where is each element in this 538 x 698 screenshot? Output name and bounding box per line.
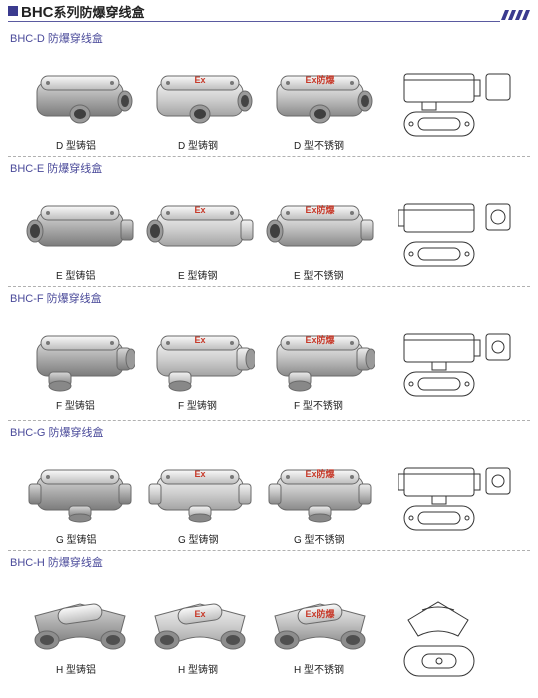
page-title-rest: 系列防爆穿线盒 — [53, 5, 145, 20]
section-divider — [8, 550, 530, 551]
junction-box-image: Ex — [154, 603, 246, 650]
product-caption: E 型铸钢 — [178, 271, 218, 282]
product-photo-g-3: Ex防爆 — [265, 446, 375, 536]
product-caption: E 型不锈钢 — [294, 271, 344, 282]
section-bhc-g: BHC-G 防爆穿线盒 G 型铸铝 Ex G 型铸钢 Ex防爆 G 型不锈钢 — [0, 424, 538, 554]
product-caption: H 型铸钢 — [178, 665, 218, 676]
section-bhc-h: BHC-H 防爆穿线盒 H 型铸铝 Ex H 型铸钢 Ex防爆 H 型不锈钢 — [0, 554, 538, 684]
junction-box-image — [28, 469, 132, 523]
product-photo-h-2: Ex — [145, 576, 255, 666]
product-photo-d-3: Ex防爆 — [265, 52, 375, 142]
page-title: BHC系列防爆穿线盒 — [21, 2, 145, 21]
technical-drawing — [398, 203, 511, 267]
section-title: BHC-H 防爆穿线盒 — [10, 557, 103, 569]
product-photo-d-1 — [25, 52, 135, 142]
nameplate-text: Ex — [194, 205, 205, 215]
section-divider — [8, 420, 530, 421]
header-rule — [8, 21, 500, 22]
section-divider — [8, 156, 530, 157]
product-photo-e-2: Ex — [145, 182, 255, 272]
junction-box-image: Ex防爆 — [276, 74, 373, 124]
nameplate-text: Ex — [194, 609, 205, 619]
page-title-bold: BHC — [21, 4, 54, 21]
product-photo-f-1 — [25, 312, 135, 402]
slash-decoration-icon — [501, 10, 530, 20]
technical-drawing — [403, 73, 511, 137]
section-title: BHC-F 防爆穿线盒 — [10, 293, 102, 305]
product-photo-f-2: Ex — [145, 312, 255, 402]
junction-box-image: Ex — [148, 469, 252, 523]
section-title: BHC-D 防爆穿线盒 — [10, 33, 103, 45]
product-photo-g-2: Ex — [145, 446, 255, 536]
product-caption: D 型铸铝 — [56, 141, 96, 152]
junction-box-image — [26, 205, 134, 247]
junction-box-image — [36, 75, 133, 124]
product-photo-e-3: Ex防爆 — [265, 182, 375, 272]
product-caption: G 型不锈钢 — [294, 535, 345, 546]
product-photo-f-3: Ex防爆 — [265, 312, 375, 402]
junction-box-image: Ex防爆 — [266, 204, 374, 247]
page-header: BHC系列防爆穿线盒 — [0, 0, 538, 26]
section-bhc-f: BHC-F 防爆穿线盒 F 型铸铝 Ex F 型铸钢 Ex防爆 F 型不锈钢 — [0, 290, 538, 421]
product-caption: H 型铸铝 — [56, 665, 96, 676]
junction-box-image: Ex防爆 — [276, 334, 375, 392]
product-photo-h-3: Ex防爆 — [265, 576, 375, 666]
product-caption: G 型铸铝 — [56, 535, 97, 546]
product-caption: H 型不锈钢 — [294, 665, 344, 676]
technical-drawing — [403, 601, 475, 677]
product-caption: D 型不锈钢 — [294, 141, 344, 152]
nameplate-text: Ex防爆 — [305, 204, 335, 215]
technical-drawing — [398, 467, 511, 531]
nameplate-text: Ex防爆 — [305, 334, 335, 345]
nameplate-text: Ex — [194, 75, 205, 85]
section-title: BHC-E 防爆穿线盒 — [10, 163, 103, 175]
junction-box-image: Ex防爆 — [268, 468, 372, 523]
nameplate-text: Ex防爆 — [305, 468, 335, 479]
junction-box-image — [36, 335, 135, 392]
product-photo-h-1 — [25, 576, 135, 666]
junction-box-image: Ex — [156, 75, 253, 124]
section-bhc-d: BHC-D 防爆穿线盒 D 型铸铝 Ex D 型铸钢 Ex防爆 D 型不锈钢 — [0, 30, 538, 160]
section-divider — [8, 286, 530, 287]
product-photo-g-1 — [25, 446, 135, 536]
junction-box-image: Ex — [146, 205, 254, 247]
product-caption: E 型铸铝 — [56, 271, 96, 282]
nameplate-text: Ex防爆 — [305, 608, 335, 619]
product-caption: D 型铸钢 — [178, 141, 218, 152]
section-bhc-e: BHC-E 防爆穿线盒 E 型铸铝 Ex E 型铸钢 Ex防爆 E 型不锈钢 — [0, 160, 538, 290]
section-title: BHC-G 防爆穿线盒 — [10, 427, 104, 439]
product-photo-e-1 — [25, 182, 135, 272]
nameplate-text: Ex — [194, 469, 205, 479]
product-caption: F 型不锈钢 — [294, 401, 343, 412]
product-caption: F 型铸铝 — [56, 401, 95, 412]
junction-box-image: Ex防爆 — [274, 603, 366, 650]
nameplate-text: Ex — [194, 335, 205, 345]
header-square-icon — [8, 6, 18, 16]
junction-box-image — [34, 603, 126, 650]
nameplate-text: Ex防爆 — [305, 74, 335, 85]
technical-drawing — [403, 333, 511, 397]
product-photo-d-2: Ex — [145, 52, 255, 142]
junction-box-image: Ex — [156, 335, 255, 392]
product-caption: F 型铸钢 — [178, 401, 217, 412]
product-caption: G 型铸钢 — [178, 535, 219, 546]
